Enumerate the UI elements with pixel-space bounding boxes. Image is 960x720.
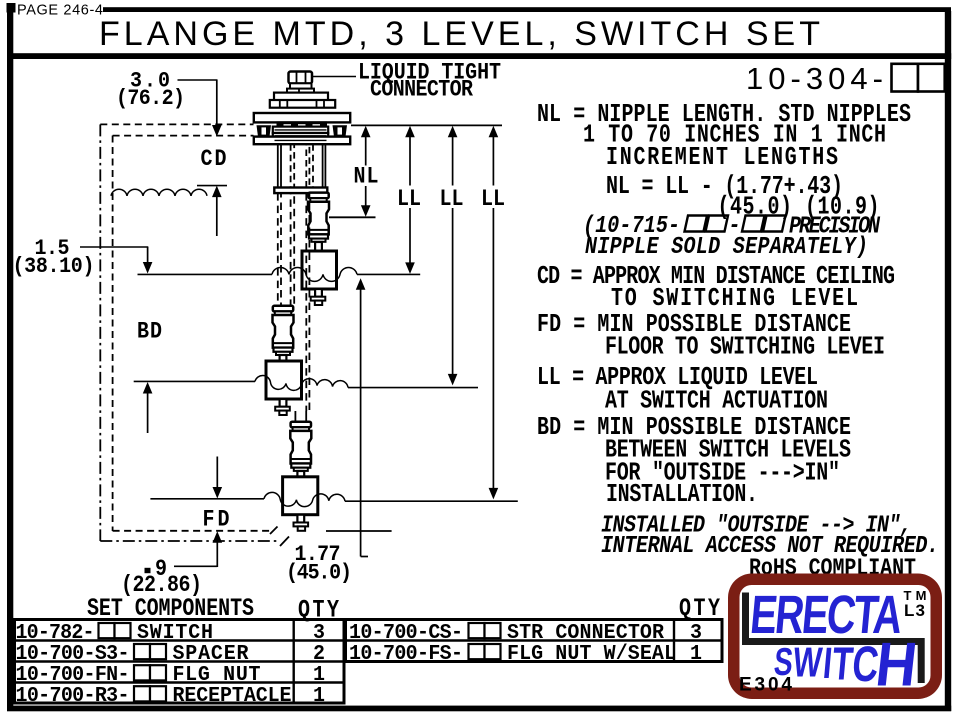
- svg-text:BD = MIN POSSIBLE DISTANCE: BD = MIN POSSIBLE DISTANCE: [537, 412, 851, 441]
- svg-text:BD: BD: [137, 320, 162, 346]
- svg-text:RECEPTACLE: RECEPTACLE: [173, 684, 292, 708]
- svg-text:10-700-CS-: 10-700-CS-: [349, 621, 463, 645]
- svg-text:INSTALLATION.: INSTALLATION.: [606, 479, 758, 508]
- svg-text:10-700-FN-: 10-700-FN-: [16, 663, 130, 687]
- svg-text:LIQUID TIGHT: LIQUID TIGHT: [358, 61, 501, 87]
- svg-text:FLG NUT: FLG NUT: [173, 663, 261, 687]
- svg-text:10-782-: 10-782-: [16, 621, 95, 645]
- svg-text:10-700-R3-: 10-700-R3-: [16, 684, 130, 708]
- svg-text:AT SWITCH ACTUATION: AT SWITCH ACTUATION: [605, 386, 828, 415]
- svg-text:S: S: [772, 641, 795, 685]
- svg-text:BETWEEN SWITCH LEVELS: BETWEEN SWITCH LEVELS: [605, 435, 851, 464]
- svg-text:2: 2: [313, 642, 325, 666]
- svg-text:INSTALLED "OUTSIDE --> IN",: INSTALLED "OUTSIDE --> IN",: [601, 512, 912, 539]
- svg-text:3: 3: [313, 621, 325, 645]
- svg-text:I: I: [821, 639, 834, 688]
- svg-text:9: 9: [155, 557, 167, 583]
- svg-text:1 TO 70 INCHES IN 1 INCH: 1 TO 70 INCHES IN 1 INCH: [583, 120, 886, 149]
- svg-text:NL = LL - (1.77+.43): NL = LL - (1.77+.43): [606, 171, 843, 200]
- svg-text:(22.86): (22.86): [121, 573, 202, 599]
- svg-text:3.0: 3.0: [130, 70, 170, 94]
- svg-text:FD = MIN POSSIBLE DISTANCE: FD = MIN POSSIBLE DISTANCE: [537, 309, 851, 338]
- svg-text:INTERNAL ACCESS NOT REQUIRED.: INTERNAL ACCESS NOT REQUIRED.: [601, 532, 939, 559]
- svg-text:TM: TM: [904, 588, 927, 603]
- svg-text:QTY: QTY: [679, 594, 720, 623]
- svg-text:FLOOR TO SWITCHING LEVEI: FLOOR TO SWITCHING LEVEI: [605, 332, 885, 361]
- svg-text:C: C: [850, 636, 881, 692]
- svg-text:PRECISION: PRECISION: [789, 213, 881, 240]
- svg-text:NIPPLE SOLD SEPARATELY): NIPPLE SOLD SEPARATELY): [585, 233, 868, 260]
- svg-text:FLG NUT W/SEAL: FLG NUT W/SEAL: [507, 642, 676, 666]
- svg-text:(38.10): (38.10): [13, 255, 95, 279]
- svg-text:CONNECTOR: CONNECTOR: [370, 78, 473, 104]
- svg-text:3: 3: [690, 621, 702, 645]
- svg-text:(45.0): (45.0): [286, 562, 352, 586]
- svg-text:ERECTA: ERECTA: [748, 585, 905, 645]
- svg-text:10-700-FS-: 10-700-FS-: [349, 642, 463, 666]
- svg-text:(10-715-: (10-715-: [583, 212, 680, 239]
- svg-text:1: 1: [690, 642, 702, 666]
- svg-text:NL = NIPPLE LENGTH. STD NIPPLE: NL = NIPPLE LENGTH. STD NIPPLES: [537, 99, 911, 128]
- svg-text:SPACER: SPACER: [173, 642, 249, 666]
- svg-text:CD: CD: [201, 147, 227, 173]
- svg-text:H: H: [872, 629, 920, 699]
- svg-text:PAGE 246-4: PAGE 246-4: [17, 3, 103, 19]
- svg-text:(76.2): (76.2): [116, 87, 185, 111]
- svg-text:FD: FD: [203, 508, 230, 534]
- svg-text:CD = APPROX MIN DISTANCE CEILI: CD = APPROX MIN DISTANCE CEILING: [537, 261, 895, 290]
- svg-text:LL = APPROX LIQUID LEVEL: LL = APPROX LIQUID LEVEL: [537, 362, 818, 391]
- svg-text:INCREMENT LENGTHS: INCREMENT LENGTHS: [606, 142, 838, 171]
- svg-text:NL: NL: [354, 165, 379, 191]
- svg-text:1.5: 1.5: [35, 237, 70, 261]
- svg-text:1.77: 1.77: [295, 543, 341, 567]
- svg-text:TO SWITCHING LEVEL: TO SWITCHING LEVEL: [611, 283, 858, 312]
- svg-text:SWITCH: SWITCH: [137, 621, 213, 645]
- svg-text:W: W: [791, 639, 824, 686]
- svg-text:LL: LL: [481, 187, 505, 213]
- svg-text:10-700-S3-: 10-700-S3-: [16, 642, 130, 666]
- svg-text:1: 1: [313, 663, 325, 687]
- svg-text:STR CONNECTOR: STR CONNECTOR: [507, 621, 664, 645]
- svg-text:10-304-: 10-304-: [746, 61, 883, 96]
- svg-text:LL: LL: [440, 187, 464, 213]
- svg-text:SET COMPONENTS: SET COMPONENTS: [87, 594, 254, 623]
- svg-text:1: 1: [313, 684, 325, 708]
- svg-text:LL: LL: [397, 187, 421, 213]
- svg-text:FLANGE MTD, 3 LEVEL, SWITCH SE: FLANGE MTD, 3 LEVEL, SWITCH SET: [99, 15, 820, 53]
- svg-text:T: T: [830, 637, 855, 690]
- svg-text:FOR "OUTSIDE --->IN": FOR "OUTSIDE --->IN": [605, 458, 840, 487]
- svg-text:-: -: [729, 212, 741, 239]
